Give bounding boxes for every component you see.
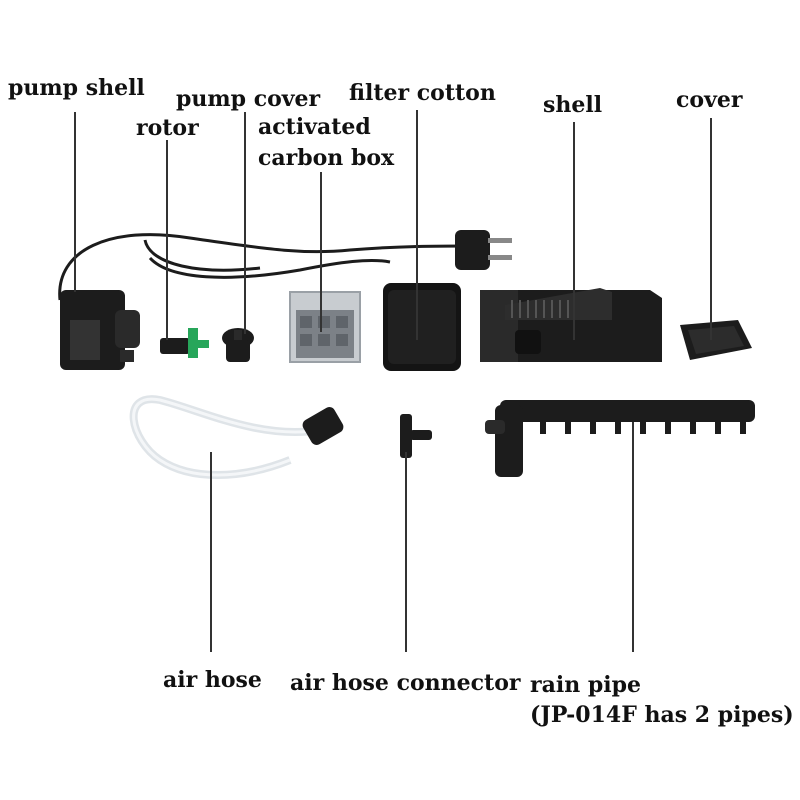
label-air-hose: air hose [163, 667, 262, 693]
leader-rotor [166, 140, 168, 340]
rotor-icon [160, 328, 209, 358]
air-hose-icon [129, 395, 344, 479]
label-shell: shell [543, 92, 603, 118]
air-hose-connector-icon [400, 414, 432, 458]
power-cord [58, 233, 471, 301]
leader-carbon-box [320, 172, 322, 332]
leader-pump-cover [244, 112, 246, 334]
label-filter-cotton: filter cotton [349, 80, 496, 106]
cover-icon [680, 320, 752, 360]
label-activated: activated [258, 114, 371, 140]
label-carbon-box: carbon box [258, 145, 395, 171]
label-pump-cover: pump cover [176, 86, 321, 112]
label-cover: cover [676, 87, 743, 113]
leader-pump-shell [74, 112, 76, 292]
pump-shell-icon [60, 290, 140, 370]
label-rain-pipe: rain pipe [530, 672, 641, 698]
leader-shell [573, 122, 575, 340]
leader-air-hose [210, 452, 212, 652]
shell-icon [480, 288, 662, 362]
leader-cover [710, 118, 712, 340]
power-plug-icon [455, 230, 512, 270]
pump-cover-icon [222, 328, 254, 362]
carbon-box-icon [289, 291, 361, 363]
leader-rain-pipe [632, 422, 634, 652]
filter-sponge-icon [383, 283, 461, 371]
label-pump-shell: pump shell [8, 75, 145, 101]
leader-filter-cotton [416, 110, 418, 340]
rain-pipe-icon [485, 400, 755, 477]
label-air-hose-connector: air hose connector [290, 670, 521, 696]
leader-air-hose-connector [405, 452, 407, 652]
label-rotor: rotor [136, 115, 199, 141]
label-rain-pipe-note: (JP-014F has 2 pipes) [530, 702, 794, 728]
